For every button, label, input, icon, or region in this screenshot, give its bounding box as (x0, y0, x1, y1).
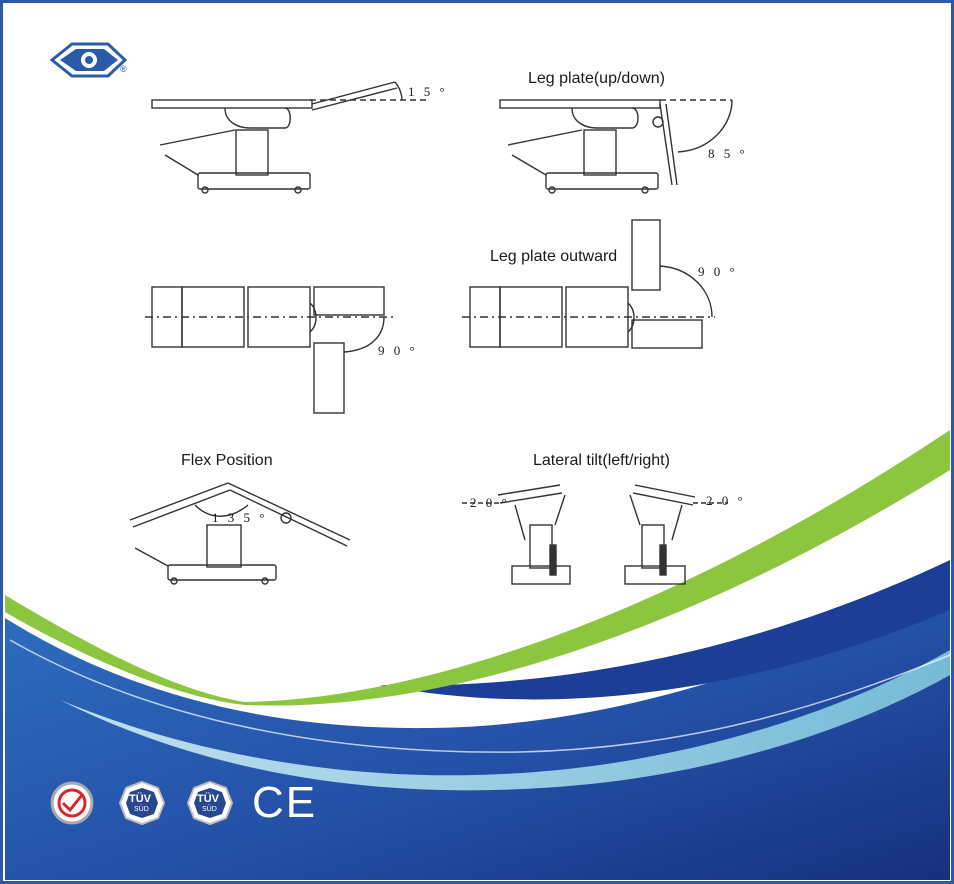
angle-tilt-right: 2 0 ° (706, 493, 746, 508)
tuv-badge-1-sub: SÜD (134, 806, 149, 813)
ce-mark: CE (252, 778, 318, 827)
drawing-head-tilt (151, 81, 430, 194)
heading-lateral: Lateral tilt(left/right) (533, 452, 670, 469)
heading-leg-up-down: Leg plate(up/down) (528, 70, 665, 87)
green-swoosh (5, 430, 950, 706)
drawing-tilt-right (624, 484, 728, 585)
tuv-badge-2-main: TÜV (197, 793, 219, 805)
registered-mark: ® (120, 64, 127, 74)
cyan-wave (60, 650, 950, 791)
drawing-split-leg-down (145, 286, 395, 414)
drawing-leg-up-down (499, 99, 733, 194)
tuv-badge-1-main: TÜV (129, 793, 151, 805)
angle-split-out: 9 0 ° (698, 264, 738, 279)
angle-tilt-left: 2 0 ° (470, 495, 510, 510)
tuv-badge-2-sub: SÜD (202, 806, 217, 813)
angle-leg-down: 8 5 ° (708, 146, 748, 161)
angle-head-tilt: 1 5 ° (408, 84, 448, 99)
white-highlight-line (9, 639, 951, 753)
drawing-tilt-left (462, 484, 571, 585)
heading-flex: Flex Position (181, 452, 273, 469)
deep-blue-wave (5, 585, 950, 880)
drawing-flex (129, 482, 351, 585)
angle-flex: 1 3 5 ° (212, 510, 268, 525)
heading-leg-outward: Leg plate outward (490, 248, 618, 265)
angle-split-down: 9 0 ° (378, 343, 418, 358)
drawing-split-leg-outward (462, 219, 715, 349)
